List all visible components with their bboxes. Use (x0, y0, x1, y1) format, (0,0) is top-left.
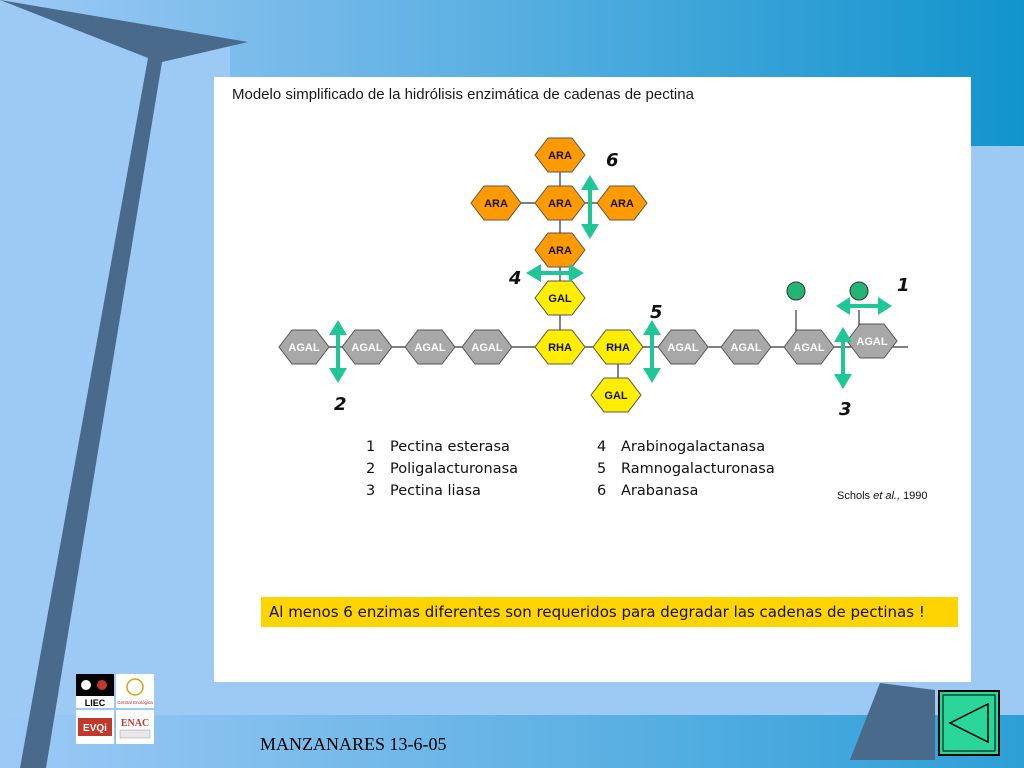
node-gal-upper: GAL (534, 280, 586, 316)
svg-text:ARA: ARA (548, 198, 572, 210)
svg-text:AGAL: AGAL (667, 342, 698, 354)
highlight-banner: Al menos 6 enzimas diferentes son requer… (261, 597, 958, 627)
svg-text:ARA: ARA (484, 198, 508, 210)
node-rha-1: RHA (534, 329, 586, 365)
methyl-group-2 (849, 281, 869, 301)
node-ara-center: ARA (534, 185, 586, 221)
arrow-site-1 (836, 297, 892, 315)
svg-text:RHA: RHA (606, 342, 630, 354)
svg-text:AGAL: AGAL (793, 342, 824, 354)
node-rha-2: RHA (592, 329, 644, 365)
svg-text:GAL: GAL (604, 390, 628, 402)
svg-text:AGAL: AGAL (288, 342, 319, 354)
arrow-site-6 (581, 175, 599, 239)
node-ara-lower: ARA (534, 232, 586, 268)
node-agal-4: AGAL (461, 329, 513, 365)
svg-text:AGAL: AGAL (856, 336, 887, 348)
node-ara-top: ARA (534, 137, 586, 173)
liec-logo-mark (76, 674, 114, 696)
svg-text:GAL: GAL (548, 293, 572, 305)
site-label-4: 4 (508, 268, 522, 289)
node-agal-1: AGAL (278, 329, 330, 365)
site-label-5: 5 (650, 302, 663, 323)
methyl-group-1 (786, 281, 806, 301)
svg-text:ARA: ARA (548, 150, 572, 162)
node-agal-7: AGAL (783, 329, 835, 365)
svg-text:AGAL: AGAL (471, 342, 502, 354)
arrow-site-4 (526, 264, 584, 282)
arrow-site-5 (643, 320, 661, 383)
node-agal-3: AGAL (404, 329, 456, 365)
footer-text: MANZANARES 13-6-05 (260, 734, 447, 754)
site-label-1: 1 (897, 275, 910, 296)
site-label-3: 3 (839, 399, 852, 420)
diagram-card: ARA ARA ARA ARA ARA GAL RHA RHA GAL AGAL… (214, 77, 971, 682)
citation: Schols et al., 1990 (837, 490, 928, 502)
back-triangle-icon (942, 694, 996, 752)
logo-central-enologica-text: Central Enológica (117, 700, 153, 705)
logo-block: LIEC Central Enológica EVQi ENAC (76, 674, 154, 744)
svg-text:ARA: ARA (610, 198, 634, 210)
node-agal-2: AGAL (341, 329, 393, 365)
arrow-site-3 (834, 327, 852, 389)
svg-text:RHA: RHA (548, 342, 572, 354)
dark-blue-swoosh (0, 0, 248, 768)
site-label-2: 2 (334, 394, 347, 415)
arrow-site-2 (329, 320, 347, 383)
back-navigation-button[interactable] (938, 690, 1000, 756)
node-agal-8: AGAL (846, 323, 898, 359)
node-agal-6: AGAL (720, 329, 772, 365)
logo-evqi-text: EVQi (83, 723, 107, 734)
svg-text:AGAL: AGAL (351, 342, 382, 354)
pectin-hydrolysis-diagram: ARA ARA ARA ARA ARA GAL RHA RHA GAL AGAL… (278, 137, 910, 420)
svg-text:AGAL: AGAL (414, 342, 445, 354)
diagram-title: Modelo simplificado de la hidrólisis enz… (232, 86, 694, 103)
logo-liec-text: LIEC (85, 698, 106, 708)
node-ara-right: ARA (596, 185, 648, 221)
site-label-6: 6 (606, 150, 619, 171)
svg-text:AGAL: AGAL (730, 342, 761, 354)
logo-enac-text: ENAC (121, 718, 149, 729)
dark-blue-swoosh-bottom (850, 683, 935, 760)
node-ara-left: ARA (470, 185, 522, 221)
svg-text:ARA: ARA (548, 245, 572, 257)
node-gal-lower: GAL (590, 377, 642, 413)
node-agal-5: AGAL (657, 329, 709, 365)
